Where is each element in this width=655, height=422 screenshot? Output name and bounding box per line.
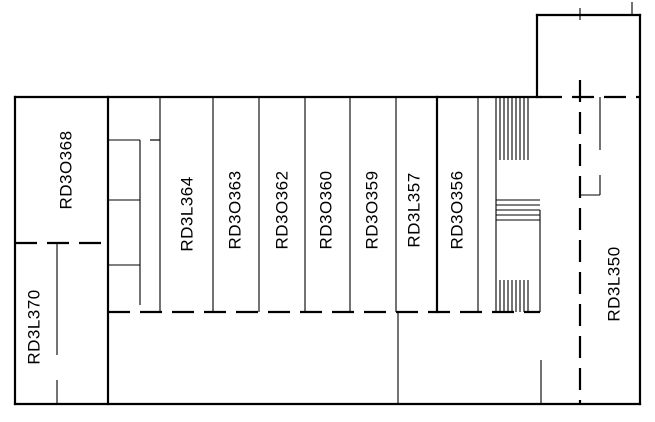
- room-label-rd3o363: RD3O363: [225, 170, 244, 249]
- room-label-rd3o359: RD3O359: [362, 170, 381, 249]
- room-label-rd3l357: RD3L357: [404, 172, 423, 247]
- room-label-rd3l350: RD3L350: [604, 246, 623, 321]
- staircase: [495, 97, 541, 312]
- room-label-rd3o362: RD3O362: [272, 170, 291, 249]
- room-label-rd3o360: RD3O360: [316, 170, 335, 249]
- room-labels: RD3O368 RD3L370 RD3L364 RD3O363 RD3O362 …: [24, 130, 623, 364]
- room-label-rd3o356: RD3O356: [447, 170, 466, 249]
- room-label-rd3l364: RD3L364: [177, 176, 196, 251]
- room-dividers: [159, 95, 479, 314]
- corridor-wall: [108, 310, 540, 404]
- room-label-rd3l370: RD3L370: [24, 289, 43, 364]
- right-hall-partitions: [540, 80, 601, 404]
- shelving: [108, 139, 160, 305]
- room-label-rd3o368: RD3O368: [56, 130, 75, 209]
- left-column-walls: [15, 95, 110, 406]
- outer-walls: [13, 2, 642, 406]
